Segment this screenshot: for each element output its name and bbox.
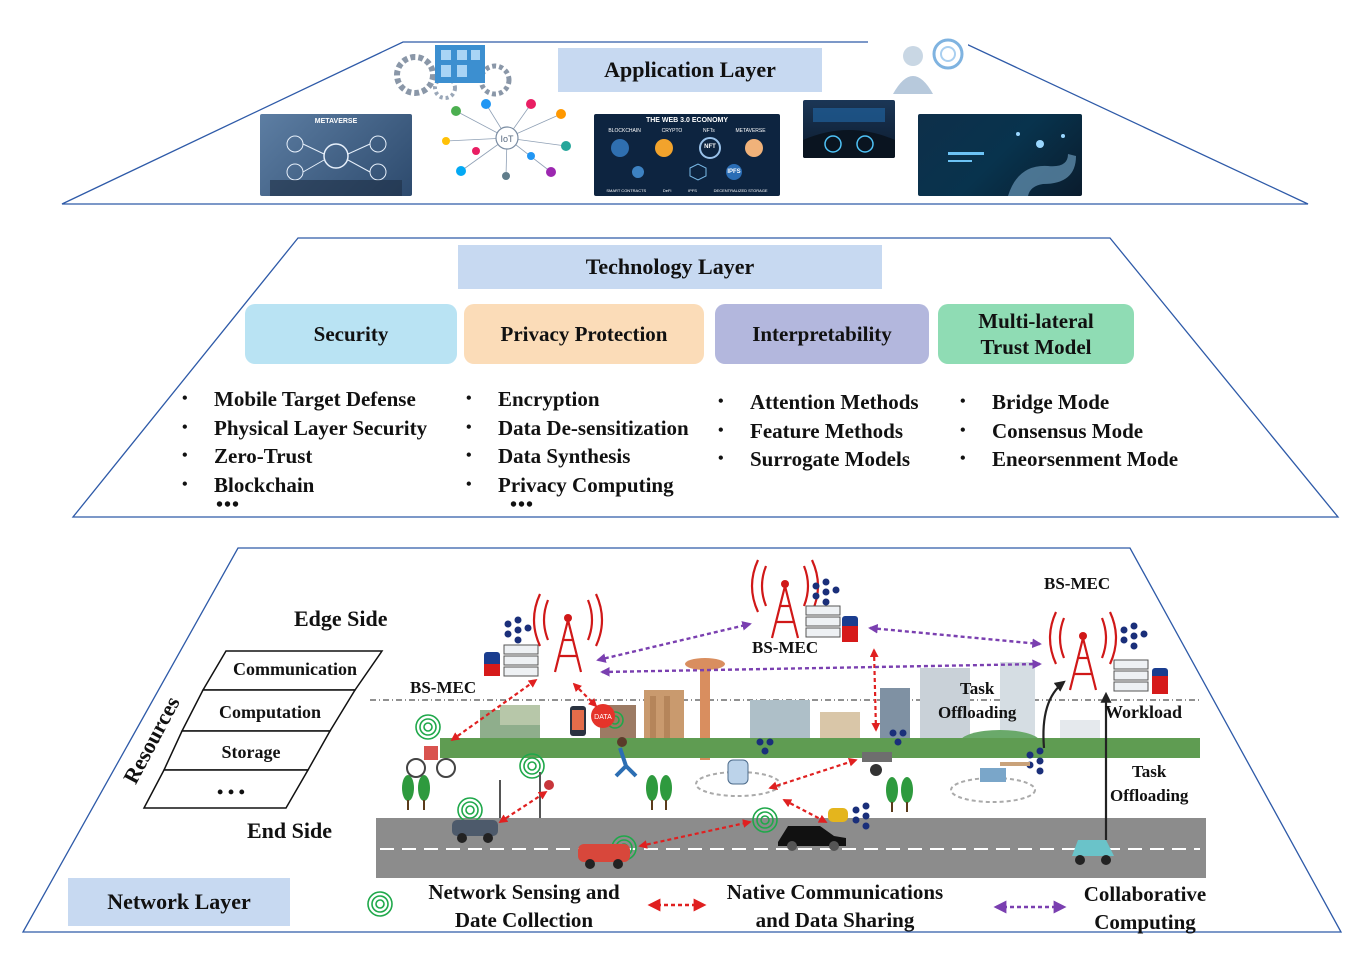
task-offloading-line1: Task xyxy=(960,679,995,698)
security-label: Security xyxy=(313,322,389,346)
iot-label: IoT xyxy=(500,134,514,144)
task-offloading-line2: Offloading xyxy=(1110,786,1189,805)
metaverse-image: METAVERSE xyxy=(260,114,412,196)
communication-arrows xyxy=(450,648,881,849)
smart-vehicle-image xyxy=(803,100,895,158)
security-item: Blockchain xyxy=(180,471,427,500)
trust-model-item: Consensus Mode xyxy=(958,417,1178,446)
security-ellipsis: ••• xyxy=(216,494,241,516)
web3-bottom-item: IPFS xyxy=(688,188,697,193)
interpretability-list: Attention Methods Feature Methods Surrog… xyxy=(716,388,919,474)
resources-stack xyxy=(142,650,384,809)
trust-model-label-line2: Trust Model xyxy=(980,335,1092,359)
security-item: Zero-Trust xyxy=(180,442,427,471)
end-side-label: End Side xyxy=(247,818,332,843)
data-tag: DATA xyxy=(594,714,612,721)
web3-bottom-item: SMART CONTRACTS xyxy=(606,188,647,193)
bs-mec-label-center: BS-MEC xyxy=(752,638,819,657)
legend-communication-line1: Native Communications xyxy=(726,880,944,904)
collaborative-legend-arrow xyxy=(993,900,1067,914)
legend-collaborative-text: Collaborative Computing xyxy=(1060,880,1230,936)
web3-item: METAVERSE xyxy=(735,128,766,134)
technology-frame xyxy=(71,237,1340,518)
privacy-ellipsis: ••• xyxy=(510,494,535,516)
storage-cylinders xyxy=(484,616,1168,694)
interpretability-box: Interpretability xyxy=(715,304,929,364)
privacy-protection-label: Privacy Protection xyxy=(500,322,668,346)
privacy-item: Encryption xyxy=(464,385,689,414)
iot-network-image: IoT xyxy=(442,99,571,180)
vehicles xyxy=(452,808,1114,869)
metaverse-image-label: METAVERSE xyxy=(314,118,358,125)
legend-sensing-line1: Network Sensing and xyxy=(428,880,620,904)
legend-collaborative-line2: Computing xyxy=(1094,910,1196,934)
sensing-legend-icon xyxy=(367,891,393,917)
privacy-protection-box: Privacy Protection xyxy=(464,304,704,364)
application-layer-title: Application Layer xyxy=(558,48,822,92)
security-item: Physical Layer Security xyxy=(180,414,427,443)
collaborative-arrows xyxy=(596,621,1042,677)
edge-side-label: Edge Side xyxy=(294,606,388,631)
legend-sensing-text: Network Sensing and Date Collection xyxy=(408,878,640,934)
security-item: Mobile Target Defense xyxy=(180,385,427,414)
network-layer-title: Network Layer xyxy=(68,878,290,926)
bs-mec-label-right: BS-MEC xyxy=(1044,574,1111,593)
privacy-list: Encryption Data De-sensitization Data Sy… xyxy=(464,385,689,499)
web3-item: NFTs xyxy=(703,128,715,134)
security-list: Mobile Target Defense Physical Layer Sec… xyxy=(180,385,427,499)
web3-bottom-item: DECENTRALIZED STORAGE xyxy=(713,188,768,193)
interpretability-label: Interpretability xyxy=(752,322,892,346)
legend-communication-line2: and Data Sharing xyxy=(755,908,915,932)
legend-communication-text: Native Communications and Data Sharing xyxy=(706,878,964,934)
network-frame xyxy=(21,547,1343,933)
legend-sensing-line2: Date Collection xyxy=(454,908,594,932)
bs-tower-left xyxy=(532,593,604,673)
resource-computation: Computation xyxy=(218,702,321,722)
privacy-item: Data Synthesis xyxy=(464,442,689,471)
nft-badge: NFT xyxy=(704,144,716,150)
resource-more: • • • xyxy=(217,782,245,802)
privacy-item: Data De-sensitization xyxy=(464,414,689,443)
trust-model-item: Bridge Mode xyxy=(958,388,1178,417)
workload-label: Workload xyxy=(1105,702,1183,722)
trees xyxy=(402,775,913,803)
interpretability-item: Attention Methods xyxy=(716,388,919,417)
neural-net-icons xyxy=(504,578,1148,830)
smart-industry-image xyxy=(394,45,512,100)
interpretability-item: Surrogate Models xyxy=(716,445,919,474)
smart-health-image xyxy=(868,38,968,94)
task-offloading-line1: Task xyxy=(1132,762,1167,781)
interpretability-item: Feature Methods xyxy=(716,417,919,446)
resource-storage: Storage xyxy=(221,742,281,762)
resource-communication: Communication xyxy=(232,659,357,679)
security-box: Security xyxy=(245,304,457,364)
privacy-item: Privacy Computing xyxy=(464,471,689,500)
trust-model-label-line1: Multi-lateral xyxy=(978,309,1094,333)
task-offloading-label-edge: Task Offloading xyxy=(938,677,1016,725)
trust-model-list: Bridge Mode Consensus Mode Eneorsenment … xyxy=(958,388,1178,474)
bs-tower-right xyxy=(1048,611,1118,691)
smart-city-scene: DATA xyxy=(370,559,1206,878)
web3-economy-image: THE WEB 3.0 ECONOMY BLOCKCHAIN CRYPTO NF… xyxy=(594,114,780,196)
bs-mec-label-left: BS-MEC xyxy=(410,678,477,697)
task-offloading-line2: Offloading xyxy=(938,703,1017,722)
task-offloading-label-end: Task Offloading xyxy=(1110,760,1188,808)
web3-bottom-item: DeFi xyxy=(662,188,672,193)
web3-title: THE WEB 3.0 ECONOMY xyxy=(645,117,729,124)
technology-layer-title: Technology Layer xyxy=(458,245,882,289)
communication-legend-arrow xyxy=(647,898,707,912)
application-frame xyxy=(61,41,1309,205)
web3-item: BLOCKCHAIN xyxy=(608,128,641,134)
mec-servers xyxy=(503,605,1149,692)
legend-collaborative-line1: Collaborative xyxy=(1083,882,1207,906)
ipfs-badge: IPFS xyxy=(727,169,741,175)
digital-hand-image xyxy=(918,114,1082,196)
web3-item: CRYPTO xyxy=(661,128,683,134)
trust-model-box: Multi-lateral Trust Model xyxy=(938,304,1134,364)
trust-model-item: Eneorsenment Mode xyxy=(958,445,1178,474)
